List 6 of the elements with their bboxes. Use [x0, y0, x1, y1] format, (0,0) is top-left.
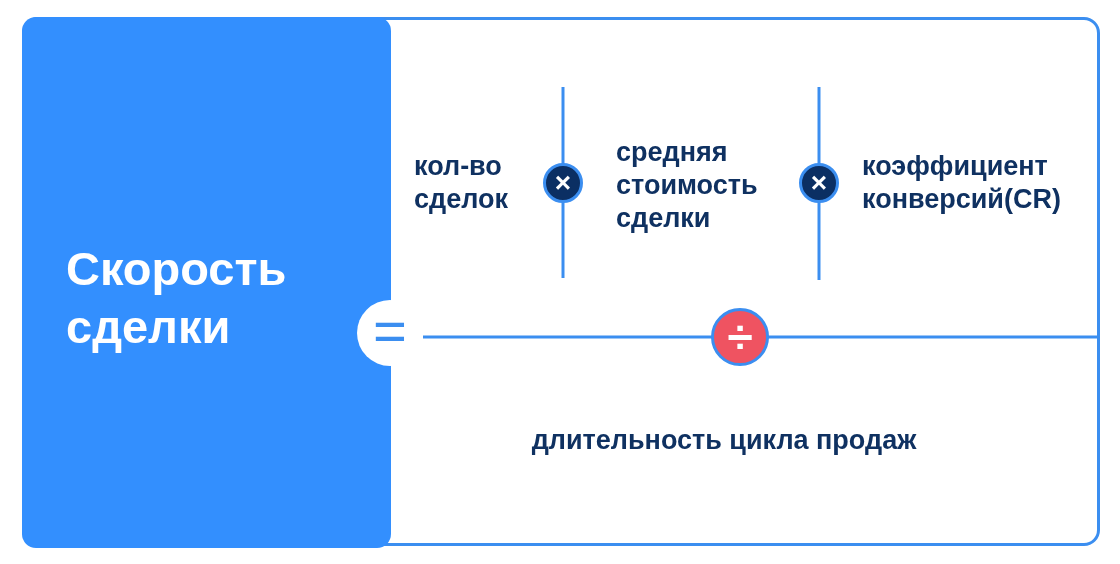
- formula-frame: [22, 17, 1100, 546]
- panel-title: Скорость сделки: [66, 240, 288, 355]
- formula-term: средняя стоимость сделки: [616, 136, 759, 235]
- formula-term: длительность цикла продаж: [531, 424, 917, 457]
- formula-term: кол-во сделок: [414, 150, 509, 216]
- formula-term: коэффициент конверсий(CR): [862, 150, 1062, 216]
